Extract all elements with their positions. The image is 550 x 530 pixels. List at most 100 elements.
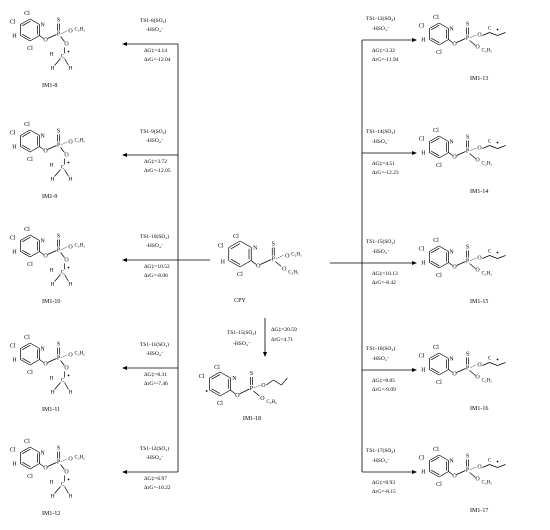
wedge-bond <box>470 364 477 368</box>
phosphorus-label: P <box>466 259 470 265</box>
dg-reaction: ΔrG=-7.46 <box>144 381 168 387</box>
bond-line <box>469 40 476 46</box>
bond-line <box>482 255 490 259</box>
bond-line <box>20 342 31 349</box>
bond-line <box>253 390 260 397</box>
dg-activation: ΔG‡=20.59 <box>271 327 297 333</box>
hydrogen-label: H <box>421 261 426 267</box>
bond-line <box>482 362 490 366</box>
bond-line <box>469 370 476 376</box>
nitrogen-label: N <box>449 357 454 363</box>
bond-line <box>489 255 498 259</box>
bond-line <box>211 388 221 394</box>
sulfur-label: S <box>57 18 60 24</box>
hydrogen-label: H <box>421 368 426 374</box>
bond-line <box>482 32 490 36</box>
chlorine-label: Cl <box>10 131 16 137</box>
hydrogen-label: H <box>421 38 426 44</box>
chlorine-label: Cl <box>419 24 425 30</box>
chlorine-label: Cl <box>27 46 33 52</box>
arrow-head <box>122 470 127 474</box>
wedge-bond <box>470 257 477 261</box>
bond-line <box>431 354 440 361</box>
bond-line <box>438 39 449 46</box>
hydrogen-label: H <box>50 268 54 274</box>
hydrogen-label: H <box>12 358 17 364</box>
dg-activation: ΔG‡=3.72 <box>144 159 167 165</box>
bond-line <box>251 260 257 265</box>
phosphorus-label: P <box>57 460 61 466</box>
oxygen-label: O <box>256 264 261 270</box>
bond-line <box>497 362 506 366</box>
carbon-label: C <box>61 270 65 276</box>
wedge-bond <box>470 34 477 38</box>
hydrogen-label: H <box>421 151 426 157</box>
ts-label: TS1-8(SO₄) <box>140 17 167 24</box>
bond-line <box>60 360 65 366</box>
dg-activation: ΔG‡=6.97 <box>144 476 167 482</box>
bond-line <box>54 486 61 494</box>
oxygen-label: O <box>282 267 287 273</box>
bond-line <box>54 169 61 177</box>
carbon-label: C <box>488 27 492 32</box>
bond-line <box>431 24 440 31</box>
dg-activation: ΔG‡=3.32 <box>372 48 395 54</box>
sulfur-label: S <box>466 245 469 251</box>
bond-lines <box>20 18 506 494</box>
bond-line <box>482 145 490 149</box>
dg-reaction: ΔrG=-8.42 <box>372 280 396 286</box>
hso4-label: -HSO₄⁻ <box>146 27 164 33</box>
oxygen-label: O <box>477 146 482 152</box>
bond-line <box>64 486 69 494</box>
phosphorus-label: P <box>466 468 470 474</box>
bond-line <box>228 240 241 248</box>
bond-line <box>22 20 31 27</box>
bond-line <box>429 454 440 461</box>
bond-line <box>431 137 440 144</box>
bond-line <box>438 152 449 159</box>
oxygen-label: O <box>452 474 457 480</box>
hydrogen-label: H <box>51 66 55 72</box>
bond-line <box>20 359 31 366</box>
wedge-bond <box>61 30 68 34</box>
chlorine-label: Cl <box>217 401 223 407</box>
bond-line <box>431 469 440 476</box>
hydrogen-label: H <box>51 390 55 396</box>
bond-line <box>482 464 490 468</box>
chlorine-label: Cl <box>436 163 442 169</box>
ts-label: TS1-15(SO₄) <box>227 329 256 336</box>
arrow-head <box>412 368 417 372</box>
bond-line <box>438 245 449 252</box>
carbon-label: C <box>488 250 492 255</box>
bond-line <box>29 463 40 470</box>
oxygen-label: O <box>68 29 73 35</box>
chlorine-label: Cl <box>436 273 442 279</box>
bond-line <box>431 150 440 157</box>
oxygen-label: O <box>475 268 480 274</box>
sulfur-label: S <box>466 135 469 141</box>
dg-reaction: ΔrG=-12.04 <box>144 57 171 63</box>
hydrogen-label: H <box>12 145 17 151</box>
hydrogen-label: H <box>421 470 426 476</box>
hydrogen-label: H <box>69 494 73 500</box>
bond-line <box>20 446 31 453</box>
oxygen-label: O <box>477 33 482 39</box>
phosphorus-label: P <box>466 149 470 155</box>
bond-line <box>60 147 65 153</box>
bond-line <box>20 463 31 470</box>
chlorine-label: Cl <box>433 345 439 351</box>
phosphorus-label: P <box>250 386 254 392</box>
bond-line <box>22 461 31 468</box>
bond-line <box>469 263 476 269</box>
ethyl-label: C₂H₅ <box>75 28 86 33</box>
nitrogen-label: N <box>40 134 45 140</box>
chlorine-label: Cl <box>419 247 425 253</box>
oxygen-label: O <box>452 265 457 271</box>
bond-line <box>273 379 282 386</box>
arrow-head <box>263 352 267 357</box>
bond-line <box>47 358 57 363</box>
bond-line <box>64 58 69 66</box>
phosphorus-label: P <box>466 36 470 42</box>
